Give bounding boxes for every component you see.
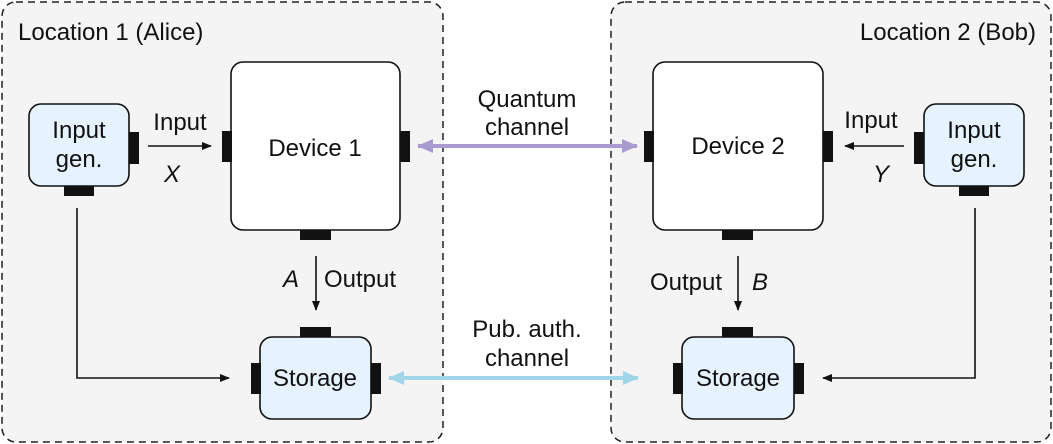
- bob-input-label: Input: [844, 107, 898, 134]
- bob-location-title: Location 2 (Bob): [860, 19, 1036, 46]
- device-2-port-left: [644, 131, 654, 162]
- alice-input-gen-label-line1: Input: [52, 117, 106, 144]
- device-1-label: Device 1: [268, 135, 361, 162]
- public-channel-label-line2: channel: [485, 345, 569, 372]
- device-2-label: Device 2: [691, 133, 784, 160]
- alice-storage-label: Storage: [273, 365, 357, 392]
- quantum-channel-label-line1: Quantum: [478, 86, 577, 113]
- quantum-channel-label-line2: channel: [485, 114, 569, 141]
- alice-storage-port-left: [251, 363, 261, 394]
- alice-input-label: Input: [153, 109, 207, 136]
- bob-storage-port-left: [673, 363, 683, 394]
- bob-input-gen-label-line2: gen.: [951, 146, 998, 173]
- alice-input-gen-label-line2: gen.: [56, 146, 103, 173]
- alice-output-label: Output: [324, 266, 396, 293]
- bob-input-gen-label-line1: Input: [947, 117, 1001, 144]
- alice-gen-to-storage-arrow: [76, 208, 230, 382]
- bob-gen-to-storage-arrow: [822, 208, 976, 382]
- bob-output-label: Output: [650, 269, 722, 296]
- alice-output-variable: A: [281, 266, 299, 293]
- device-2-port-right: [823, 131, 833, 162]
- device-1-port-bottom: [300, 230, 331, 240]
- device-1-port-left: [222, 131, 232, 162]
- device-2-port-bottom: [722, 230, 753, 240]
- alice-storage-port-right: [371, 363, 381, 394]
- device-1-port-right: [400, 131, 410, 162]
- bob-input-gen-port-bottom: [959, 186, 989, 196]
- alice-input-variable: X: [163, 161, 181, 188]
- bob-input-gen-port-left: [914, 132, 924, 164]
- public-channel-label-line1: Pub. auth.: [472, 316, 581, 343]
- alice-input-gen-port-bottom: [64, 186, 94, 196]
- bob-storage-port-right: [794, 363, 804, 394]
- bob-storage-port-top: [722, 327, 753, 337]
- bob-input-variable: Y: [873, 161, 891, 188]
- bob-output-variable: B: [752, 269, 768, 296]
- alice-input-gen-port-right: [129, 132, 139, 164]
- bob-storage-label: Storage: [696, 365, 780, 392]
- alice-storage-port-top: [300, 327, 331, 337]
- alice-location-title: Location 1 (Alice): [18, 19, 203, 46]
